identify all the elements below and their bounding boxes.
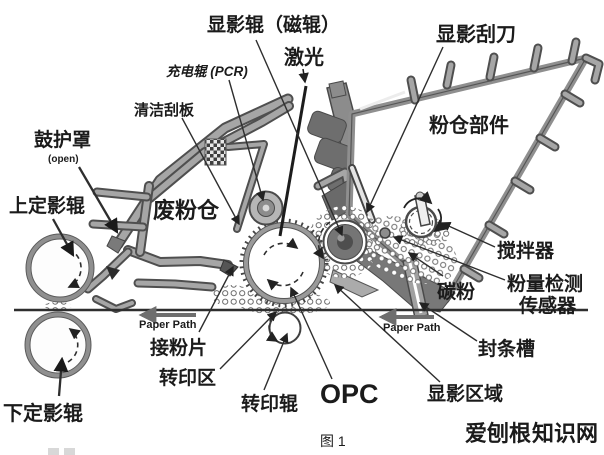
label-transfer-zone: 转印区 xyxy=(159,366,216,389)
upper-fuser-roller xyxy=(25,233,95,303)
label-cleaning-blade: 清洁刮板 xyxy=(134,101,195,119)
label-agitator: 搅拌器 xyxy=(497,239,555,262)
label-lower-fuser-roller: 下定影辊 xyxy=(3,401,83,425)
label-developer-roller: 显影辊（磁辊） xyxy=(207,13,340,36)
label-toner-sensor-line1: 粉量检测 xyxy=(507,272,583,295)
figure-caption: 图 1 xyxy=(320,433,346,449)
label-toner-sensor-line2: 传感器 xyxy=(518,294,577,317)
label-toner: 碳粉 xyxy=(437,280,475,303)
paper-guide-tip xyxy=(106,266,120,280)
drum-shutter xyxy=(106,235,126,254)
label-charge-roller: 充电辊 (PCR) xyxy=(166,64,248,79)
waste-toner-block xyxy=(204,138,227,166)
clipped-text-fragment xyxy=(48,448,75,455)
label-drum-shield: 鼓护罩 xyxy=(34,128,91,151)
label-opc: OPC xyxy=(320,379,379,409)
label-upper-fuser-roller: 上定影辊 xyxy=(9,194,85,217)
label-paper-path-right: Paper Path xyxy=(383,322,441,334)
label-waste-toner-bin: 废粉仓 xyxy=(153,198,220,223)
label-developer-blade: 显影刮刀 xyxy=(436,22,516,46)
charge-roller-pcr xyxy=(248,190,284,226)
lower-fuser-roller xyxy=(24,311,92,379)
paper-path-arrows xyxy=(138,306,434,326)
leader-lines xyxy=(51,39,506,397)
laser-beam xyxy=(278,85,308,237)
watermark-rest: 知识网 xyxy=(532,421,598,446)
watermark-highlight: 爱刨根 xyxy=(465,421,531,446)
label-drum-shield-sub: (open) xyxy=(48,154,79,165)
label-development-area: 显影区域 xyxy=(427,382,503,405)
label-paper-path-left: Paper Path xyxy=(139,319,197,331)
laser-pointer-arrow xyxy=(298,68,309,84)
hopper-fins xyxy=(406,37,604,283)
label-laser: 激光 xyxy=(284,45,324,69)
label-transfer-roller: 转印辊 xyxy=(241,392,298,415)
agitator xyxy=(403,191,448,239)
label-toner-hopper: 粉仓部件 xyxy=(429,113,509,137)
toner-level-sensor-dot xyxy=(379,227,391,239)
laser-window-slot xyxy=(359,90,406,111)
label-seal-slot: 封条槽 xyxy=(478,337,535,360)
label-toner-catch-sheet: 接粉片 xyxy=(150,336,207,359)
